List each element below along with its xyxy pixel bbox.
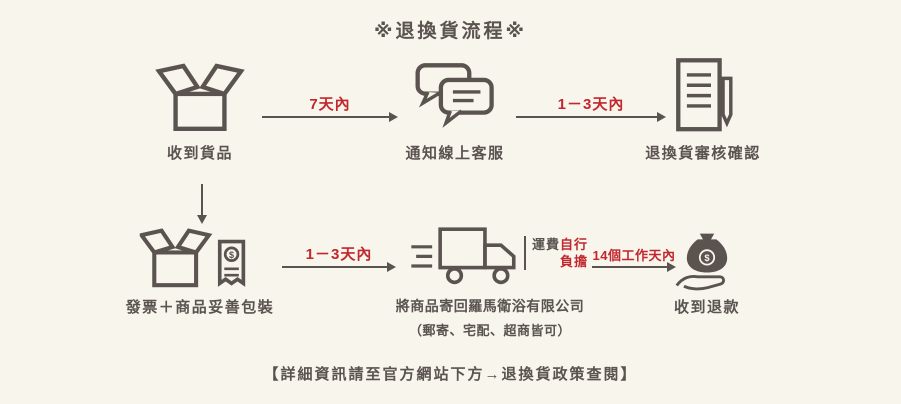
freight-note-prefix: 運費 [532,237,561,252]
arrow-head-icon [389,112,398,122]
freight-note-line2: 負擔 [532,253,590,270]
arrow-1-3-days-top-label: 1－3天內 [557,96,625,113]
arrow-14-workdays: 14個工作天內 [592,236,676,276]
freight-note-line1: 運費自行 [532,236,590,253]
step-ship-sublabel: （郵寄、宅配、超商皆可） [408,323,571,338]
document-pencil-icon [672,56,734,136]
arrow-head-icon [657,112,666,122]
svg-text:$: $ [704,253,710,263]
freight-note-red2: 負擔 [559,254,588,269]
page-title: ※退換貨流程※ [374,21,527,42]
arrow-line [516,116,659,118]
step-review-confirm: 退換貨審核確認 [645,56,761,163]
step-notify-label: 通知線上客服 [405,145,505,162]
arrow-line [592,266,669,268]
step-ship-label: 將商品寄回羅馬衛浴有限公司 [395,298,585,314]
step-receive-refund: $ 收到退款 [671,226,743,317]
arrow-14-workdays-label: 14個工作天內 [592,248,676,263]
arrow-line [282,266,389,268]
arrow-head-icon [667,262,676,272]
delivery-truck-icon [410,226,530,290]
box-with-invoice-icon: $ [139,226,260,290]
arrow-1-3-days-top: 1－3天內 [516,86,666,126]
step-package-label: 發票＋商品妥善包裝 [125,299,275,316]
step-package-goods: $ 發票＋商品妥善包裝 [126,226,275,317]
money-bag-in-hand-icon: $ [671,226,743,291]
arrow-7-days: 7天內 [262,86,398,126]
step-receive-label: 收到貨品 [166,145,233,162]
arrow-head-icon [387,262,396,272]
arrow-head-icon [197,215,207,224]
arrow-1-3-days-bottom-label: 1－3天內 [305,246,373,263]
arrow-line [262,116,391,118]
step-review-label: 退換貨審核確認 [645,145,761,162]
arrow-down [197,184,207,224]
freight-note-red1: 自行 [560,237,589,252]
step-receive-goods: 收到貨品 [152,56,248,163]
footer-note: 【詳細資訊請至官方網站下方→退換貨政策查閱】 [263,366,638,383]
chat-bubbles-icon [412,56,498,136]
freight-note: 運費自行 負擔 [524,236,590,270]
svg-text:$: $ [229,250,234,260]
arrow-7-days-label: 7天內 [309,96,351,113]
step-notify-service: 通知線上客服 [405,56,504,163]
step-refund-label: 收到退款 [673,299,740,316]
arrow-1-3-days-bottom: 1－3天內 [282,236,396,276]
step-ship-back: 將商品寄回羅馬衛浴有限公司 （郵寄、宅配、超商皆可） [396,226,585,339]
open-box-icon [152,56,248,136]
